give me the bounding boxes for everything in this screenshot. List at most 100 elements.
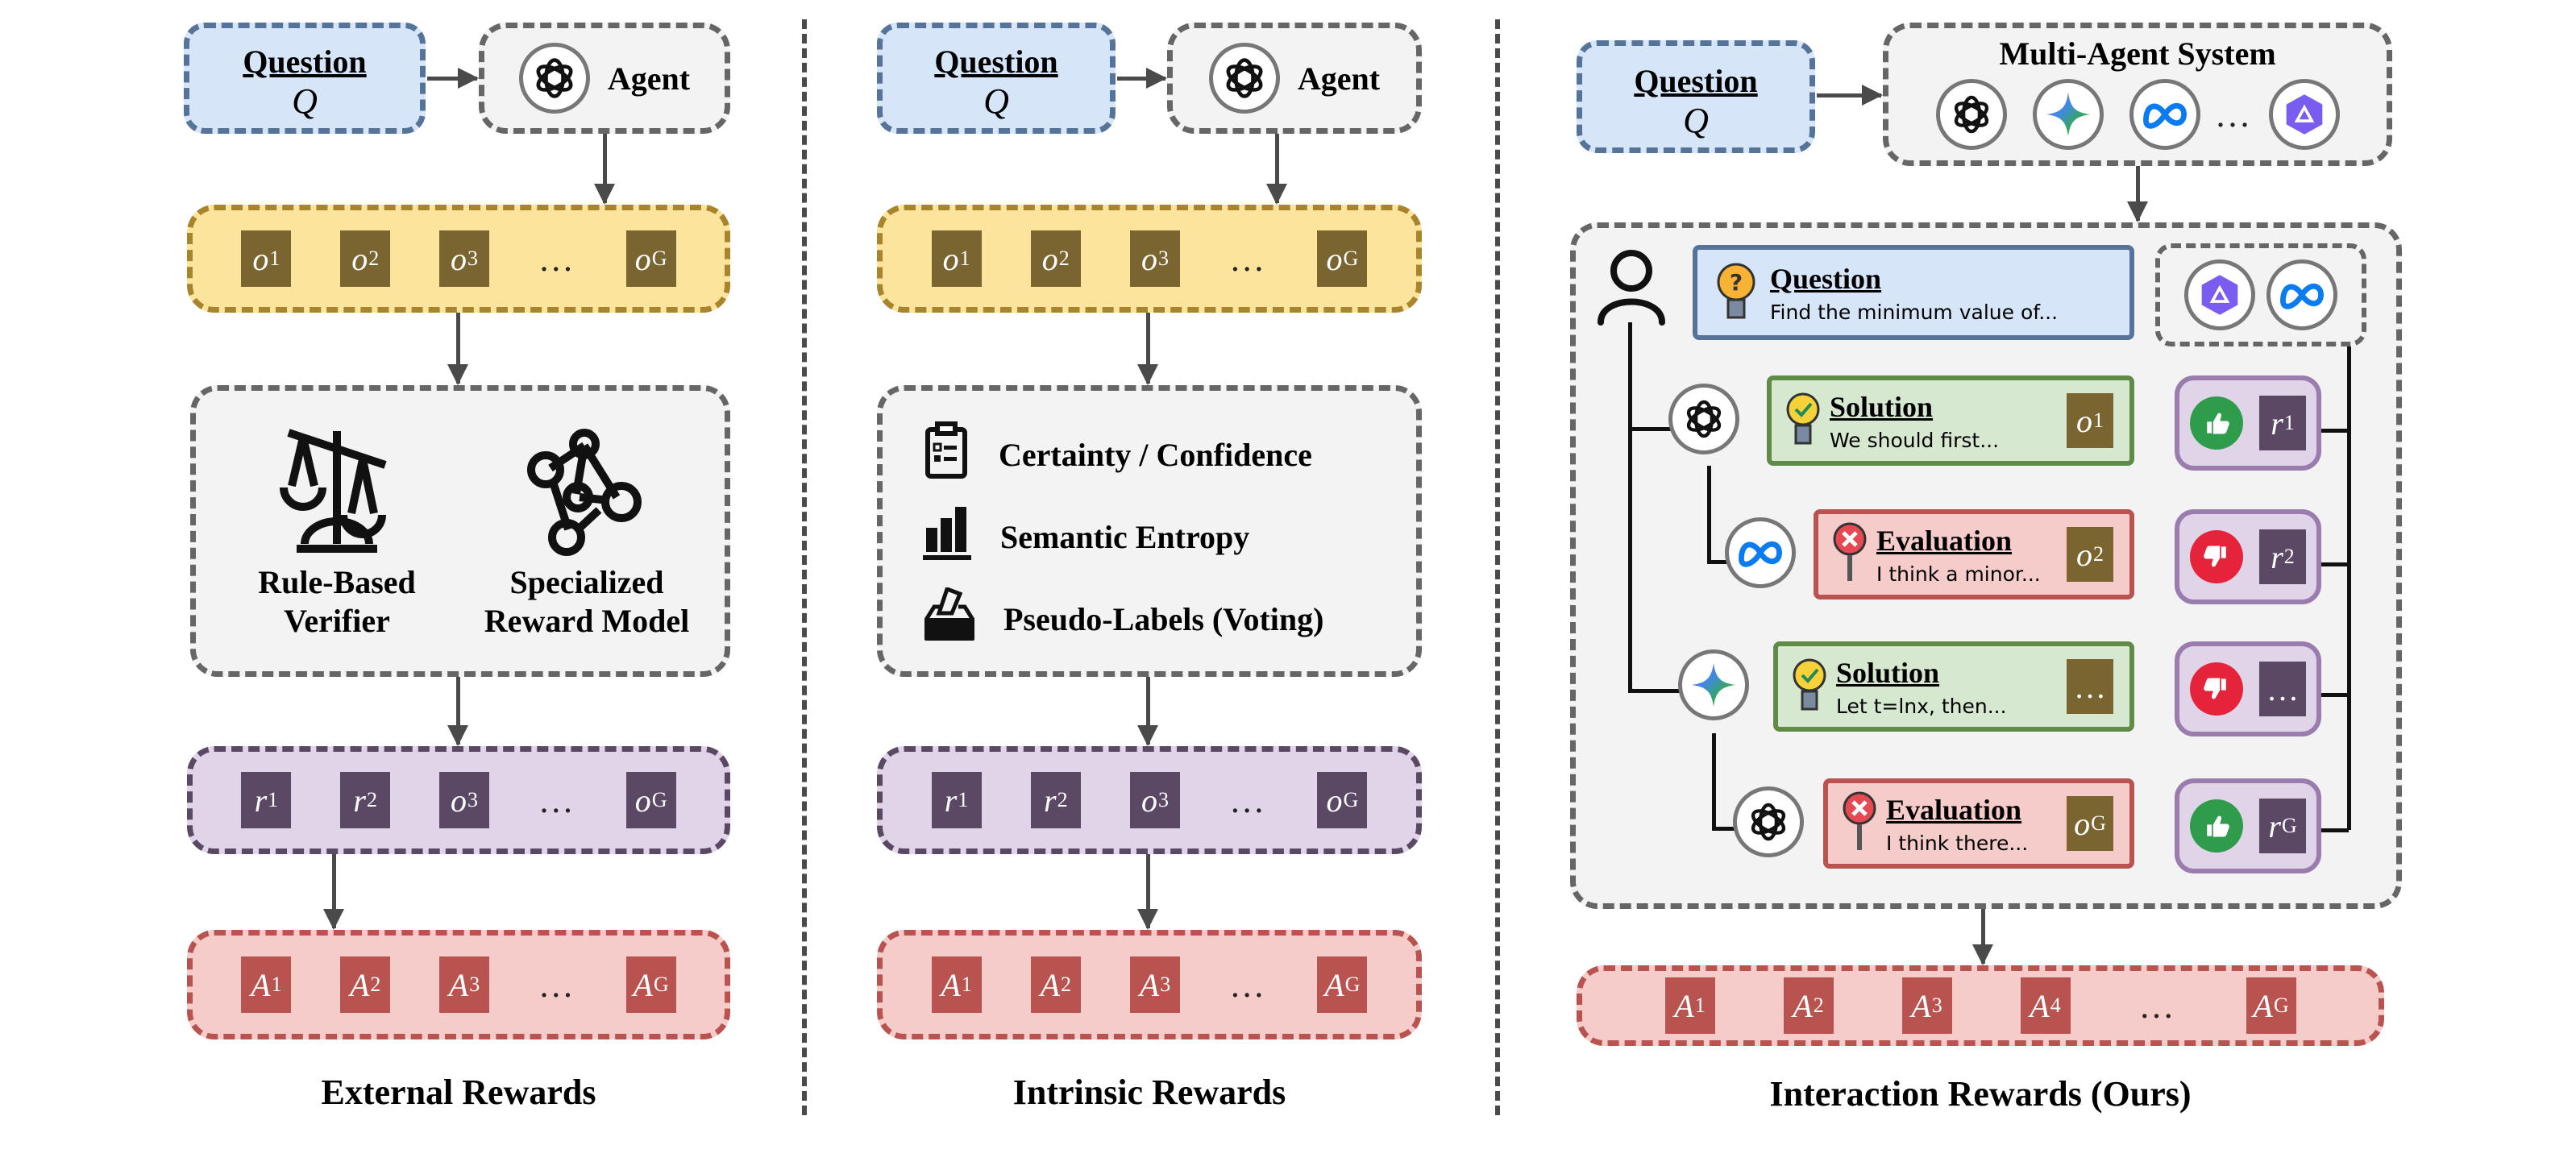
rewarder-label: Rule-Based Verifier [258,564,416,639]
metric-label: Semantic Entropy [1000,518,1250,555]
bubble-title: Solution [1836,656,1940,689]
metric-label: Certainty / Confidence [999,436,1312,473]
connector-line [1712,827,1736,831]
ellipsis: … [1229,965,1269,1005]
connector-line [2321,562,2349,566]
metric-certainty: Certainty / Confidence [923,421,1416,483]
ellipsis: … [1229,239,1269,279]
panel-title: Interaction Rewards (Ours) [1769,1074,2192,1114]
connector-line [1712,733,1716,830]
meta-logo-icon [2129,79,2200,150]
question-variable: Q [292,81,318,121]
arrow [1117,68,1167,89]
question-variable: Q [1683,101,1709,140]
ballot-box-icon [923,586,976,650]
bubble-title: Evaluation [1886,793,2022,826]
question-box: Question Q [877,23,1116,134]
openai-logo-icon [518,43,590,114]
thumbs-down-icon [2190,662,2243,716]
question-box: Question Q [1577,40,1815,153]
openai-logo-icon [1935,79,2007,150]
connector-line [1628,427,1672,431]
openai-logo-icon [1208,43,1280,114]
qwen-logo-icon [2268,79,2340,150]
panel-divider [802,19,807,1115]
clipboard-icon [923,421,971,488]
connector-line [1707,466,1711,562]
ellipsis: … [538,965,577,1005]
bubble-text: We should first... [1830,428,2000,452]
intrinsic-metrics-box: Certainty / Confidence Semantic Entropy … [877,385,1422,677]
arrow [2127,166,2148,222]
openai-logo-icon [1733,786,1804,857]
arrow [447,313,468,385]
ellipsis: … [538,239,577,279]
lightbulb-check-icon [1785,387,1822,454]
connector-line [1707,560,1730,564]
judges-box [2155,243,2366,346]
arrow [1137,313,1158,385]
ellipsis: … [2138,985,2178,1026]
panel-divider [1495,19,1500,1115]
question-label: Question [243,44,367,80]
bubble-title: Solution [1830,390,1934,423]
arrow [447,677,468,746]
connector-line [2347,346,2351,830]
agent-label: Agent [1297,60,1381,97]
meta-logo-icon [2266,259,2337,330]
agent-label: Agent [607,60,691,97]
ellipsis: … [2067,659,2113,714]
connector-line [1628,689,1686,693]
thumbs-up-icon [2190,799,2243,853]
gemini-logo-icon [1678,649,1749,720]
connector-line [2321,429,2349,433]
panel-title: Intrinsic Rewards [1012,1072,1286,1112]
connector-line [1628,322,1632,693]
rule-based-verifier: Rule-Based Verifier [228,423,446,641]
arrow [1817,85,1883,106]
multi-agent-system-box: Multi-Agent System ... [1883,23,2392,166]
question-label: Question [934,44,1058,80]
metric-label: Pseudo-Labels (Voting) [1003,600,1324,637]
mas-label: Multi-Agent System [1999,35,2276,72]
metric-pseudo-labels: Pseudo-Labels (Voting) [923,586,1416,647]
ellipsis: … [1229,780,1269,820]
question-box: Question Q [184,23,426,134]
bubble-text: Let t=lnx, then... [1836,694,2007,718]
gemini-logo-icon [2032,79,2104,150]
bubble-text: I think a minor... [1876,562,2041,586]
arrow [323,854,344,930]
